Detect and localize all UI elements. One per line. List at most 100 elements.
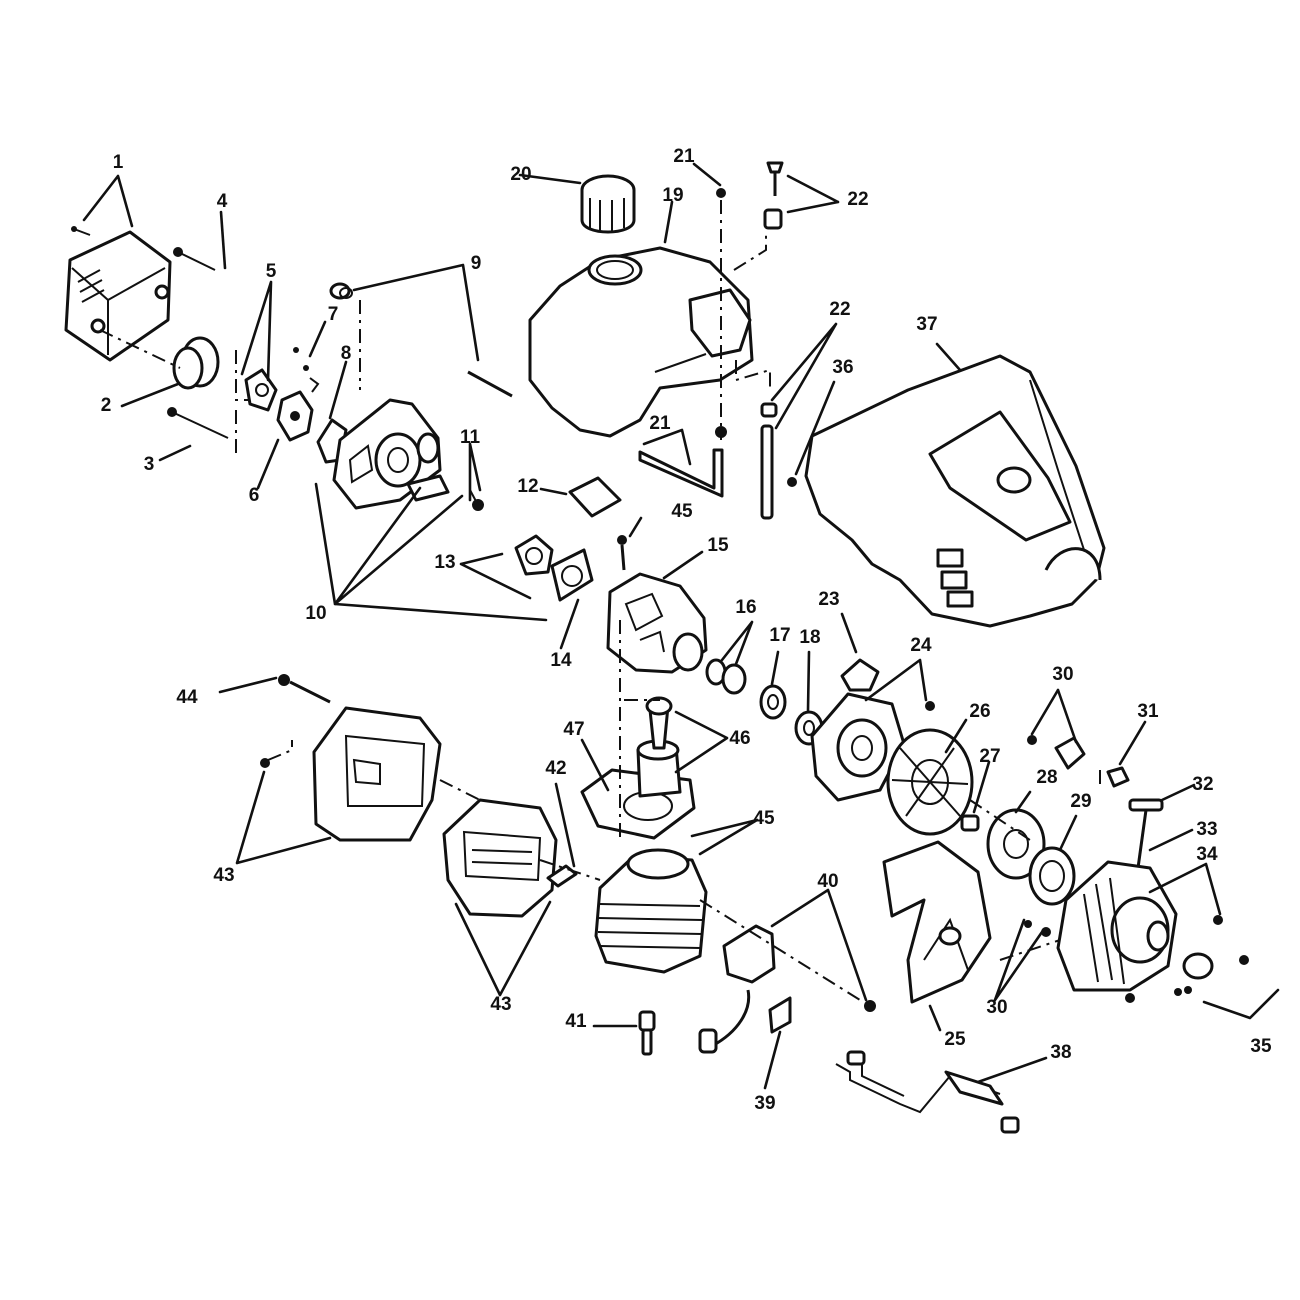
screw-30b <box>1041 927 1051 937</box>
engine-shroud <box>804 354 1106 628</box>
label-part-19: 19 <box>662 185 683 206</box>
screw-24 <box>925 701 935 711</box>
starter-housing-33 <box>1056 860 1178 992</box>
label-part-13: 13 <box>434 552 455 573</box>
label-part-23: 23 <box>818 589 839 610</box>
label-part-15: 15 <box>707 535 729 556</box>
label-part-21-bottom: 21 <box>649 413 671 434</box>
label-part-5: 5 <box>266 261 277 282</box>
label-part-42: 42 <box>545 758 566 779</box>
intake-13 <box>514 534 554 576</box>
wire-harness-38 <box>835 1050 1020 1134</box>
screw-36 <box>787 477 797 487</box>
starter-handle-32 <box>1128 798 1164 869</box>
air-filter-element <box>172 336 220 390</box>
label-part-1: 1 <box>113 152 124 173</box>
muffler-cover <box>312 706 442 842</box>
label-part-20: 20 <box>510 164 531 185</box>
screw-45 <box>617 535 627 545</box>
screw-34 <box>1213 915 1223 925</box>
label-part-8: 8 <box>341 343 352 364</box>
spring-9 <box>329 282 513 398</box>
screw-21-top <box>715 188 727 440</box>
label-part-22-top: 22 <box>847 189 868 210</box>
label-part-37: 37 <box>916 314 937 335</box>
label-part-4: 4 <box>217 191 228 212</box>
label-part-33: 33 <box>1196 819 1217 840</box>
flywheel <box>886 728 974 836</box>
label-part-30-top: 30 <box>1052 664 1073 685</box>
label-part-26: 26 <box>969 701 990 722</box>
assembly-centerlines <box>99 230 1101 1001</box>
fuel-tank <box>528 246 754 438</box>
screw-43 <box>260 758 270 768</box>
bracket-6 <box>276 390 314 442</box>
nut-31 <box>1106 766 1130 788</box>
label-part-47: 47 <box>563 719 584 740</box>
label-part-6: 6 <box>249 485 260 506</box>
label-part-36: 36 <box>832 357 853 378</box>
hex-key-21 <box>638 448 724 498</box>
screw-40 <box>864 1000 876 1012</box>
leader-lines <box>82 162 1280 1090</box>
spark-plug <box>638 1010 656 1056</box>
muffler <box>442 798 558 918</box>
label-part-24: 24 <box>910 635 932 656</box>
screw-44 <box>278 674 331 704</box>
label-part-44: 44 <box>176 687 198 708</box>
label-part-21-top: 21 <box>673 146 695 167</box>
crankcase <box>606 572 708 674</box>
seal-16 <box>705 658 747 695</box>
ignition-coil <box>698 924 776 1054</box>
label-part-29: 29 <box>1070 791 1091 812</box>
label-part-38: 38 <box>1050 1042 1071 1063</box>
label-part-11: 11 <box>460 427 481 448</box>
label-part-9: 9 <box>471 253 482 274</box>
heat-shield-12 <box>568 476 622 518</box>
pin-7b <box>303 365 309 371</box>
pin-7a <box>293 347 299 353</box>
clip-30-top <box>1027 735 1086 770</box>
label-part-22-mid: 22 <box>829 299 850 320</box>
label-part-43-bottom: 43 <box>490 994 511 1015</box>
tube-22 <box>760 402 778 520</box>
label-part-16: 16 <box>735 597 756 618</box>
label-part-2: 2 <box>101 395 112 416</box>
choke-plate <box>244 368 278 412</box>
screw-34b <box>1125 993 1135 1003</box>
pad-23 <box>840 658 880 692</box>
label-part-10: 10 <box>305 603 326 624</box>
label-part-27: 27 <box>979 746 1000 767</box>
carburetor <box>332 398 450 510</box>
switch-39 <box>768 996 792 1034</box>
label-part-45-top: 45 <box>671 501 693 522</box>
label-part-7: 7 <box>328 304 339 325</box>
guard-25 <box>882 840 992 1004</box>
label-part-43-left: 43 <box>213 865 234 886</box>
screw-30a <box>1024 920 1032 928</box>
label-part-14: 14 <box>550 650 572 671</box>
label-part-28: 28 <box>1036 767 1057 788</box>
label-part-46: 46 <box>729 728 750 749</box>
gasket-42 <box>546 864 578 888</box>
label-part-30-bottom: 30 <box>986 997 1007 1018</box>
label-part-17: 17 <box>769 625 790 646</box>
screw-22-top <box>763 161 784 230</box>
label-part-40: 40 <box>817 871 838 892</box>
label-part-18: 18 <box>799 627 820 648</box>
gasket-14 <box>550 548 594 602</box>
label-part-41: 41 <box>565 1011 587 1032</box>
label-part-31: 31 <box>1137 701 1159 722</box>
label-part-35: 35 <box>1250 1036 1272 1057</box>
label-part-3: 3 <box>144 454 155 475</box>
rewind-35 <box>1174 952 1249 996</box>
screw-3 <box>167 407 229 439</box>
label-part-12: 12 <box>517 476 538 497</box>
label-part-25: 25 <box>944 1029 966 1050</box>
air-filter-cover <box>64 230 172 362</box>
label-part-34: 34 <box>1196 844 1218 865</box>
bolt-27 <box>960 814 980 832</box>
piston-46 <box>636 696 682 798</box>
